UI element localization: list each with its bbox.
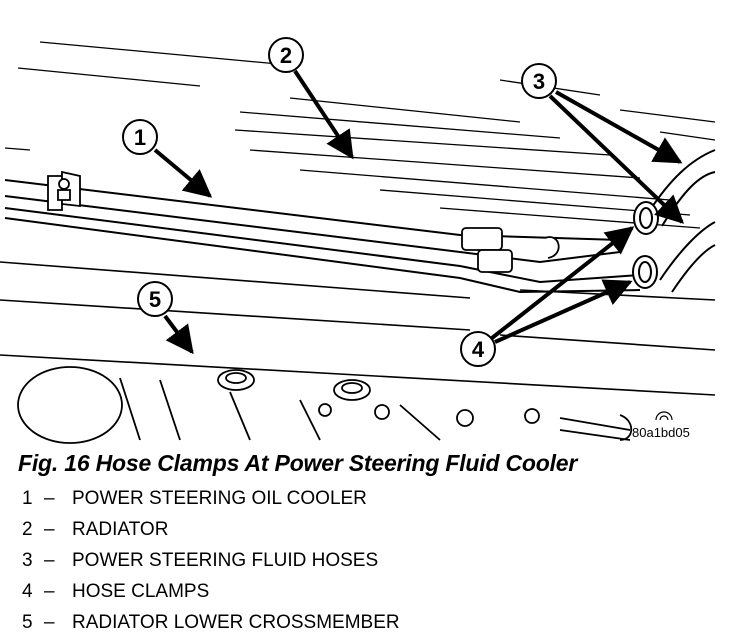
legend-separator: – [44, 612, 55, 633]
hose-clamp-upper [633, 201, 659, 235]
callout-5: 5 [137, 281, 173, 317]
arrow-4a [490, 226, 635, 340]
figure-id-label: 80a1bd05 [632, 425, 690, 440]
arrow-3b [548, 94, 685, 224]
legend-number: 4 [22, 581, 33, 602]
callout-2-label: 2 [280, 43, 292, 68]
callout-1: 1 [122, 119, 158, 155]
legend-number: 3 [22, 550, 33, 571]
legend-number: 5 [22, 612, 33, 633]
arrow-1 [153, 148, 213, 198]
figure-caption: Fig. 16 Hose Clamps At Power Steering Fl… [18, 450, 578, 476]
legend-item: 1–POWER STEERING OIL COOLER [22, 483, 400, 514]
arrow-2 [293, 69, 354, 160]
legend-text: POWER STEERING OIL COOLER [72, 488, 367, 509]
callout-3-label: 3 [533, 69, 545, 94]
legend-separator: – [44, 488, 55, 509]
legend-separator: – [44, 519, 55, 540]
leader-arrows [153, 69, 685, 355]
legend-number: 2 [22, 519, 33, 540]
arrow-3a [555, 90, 683, 164]
callout-4: 4 [460, 331, 496, 367]
legend-list: 1–POWER STEERING OIL COOLER 2–RADIATOR 3… [22, 483, 400, 638]
callout-3: 3 [521, 63, 557, 99]
callout-4-label: 4 [472, 337, 485, 362]
radiator-lower-tank [0, 261, 716, 396]
crossmember-structure [17, 366, 633, 444]
figure-id: 80a1bd05 [632, 411, 690, 440]
tube-coupling [461, 227, 560, 273]
legend-item: 3–POWER STEERING FLUID HOSES [22, 545, 400, 576]
arrow-5 [163, 314, 194, 355]
legend-number: 1 [22, 488, 33, 509]
radiator-fins [4, 41, 716, 229]
legend-text: POWER STEERING FLUID HOSES [72, 550, 379, 571]
legend-text: RADIATOR LOWER CROSSMEMBER [72, 612, 400, 633]
legend-item: 2–RADIATOR [22, 514, 400, 545]
cooler-bracket [47, 170, 81, 211]
legend-text: RADIATOR [72, 519, 169, 540]
legend-separator: – [44, 581, 55, 602]
legend-text: HOSE CLAMPS [72, 581, 210, 602]
diagram-illustration: 1 2 3 4 5 80a1bd05 [0, 37, 716, 444]
legend-separator: – [44, 550, 55, 571]
oil-cooler-tubes [4, 179, 641, 294]
callout-1-label: 1 [134, 125, 146, 150]
legend-item: 4–HOSE CLAMPS [22, 576, 400, 607]
callout-2: 2 [268, 37, 304, 73]
callout-5-label: 5 [149, 287, 161, 312]
hose-clamp-lower [632, 255, 658, 289]
legend-item: 5–RADIATOR LOWER CROSSMEMBER [22, 607, 400, 638]
arrow-4b [494, 279, 633, 344]
